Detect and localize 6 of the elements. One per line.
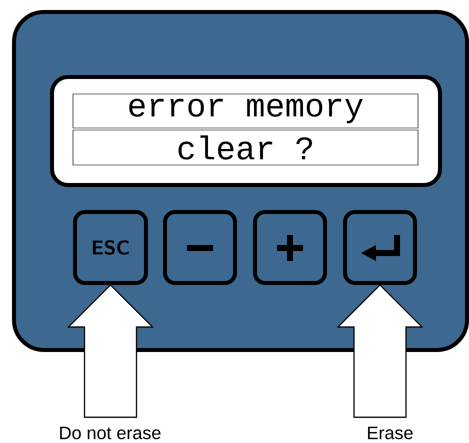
caption-text: Do not erase: [60, 426, 161, 440]
caption-text: Erase: [368, 426, 413, 440]
key-button: [343, 210, 417, 285]
key-button: [163, 210, 237, 285]
key-button: ESC: [73, 210, 148, 285]
key-button: [253, 210, 327, 285]
